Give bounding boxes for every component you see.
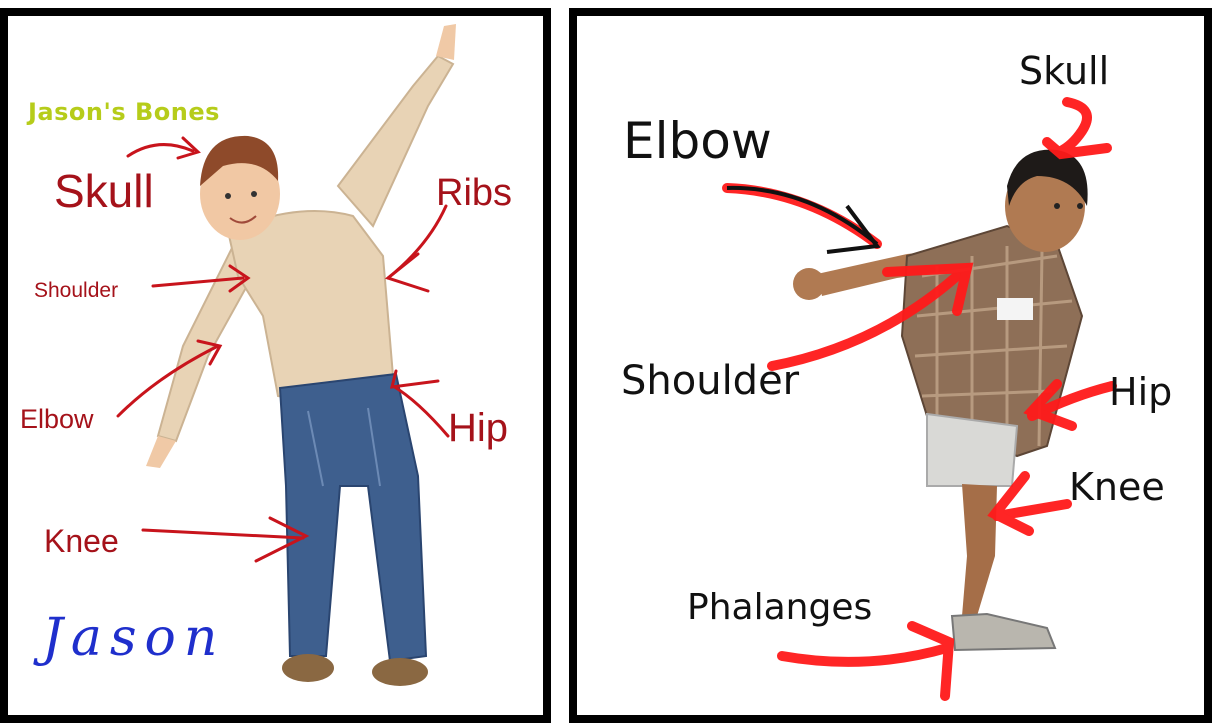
left-photo-panel: Jason's Bones Skull Ribs Shoulder Elbow … bbox=[0, 8, 551, 723]
skull-label: Skull bbox=[54, 168, 154, 214]
phalanges-label: Phalanges bbox=[687, 590, 872, 626]
ribs-label: Ribs bbox=[436, 174, 512, 212]
hip-label: Hip bbox=[1109, 373, 1172, 411]
right-photo-panel: Skull Elbow Shoulder Hip Knee Phalanges bbox=[569, 8, 1212, 723]
title-label: Jason's Bones bbox=[28, 100, 220, 124]
elbow-label: Elbow bbox=[623, 116, 772, 166]
signature-label: Jason bbox=[42, 612, 225, 664]
knee-label: Knee bbox=[1069, 468, 1165, 506]
hip-label: Hip bbox=[448, 408, 508, 448]
elbow-label: Elbow bbox=[20, 406, 94, 433]
shoulder-label: Shoulder bbox=[34, 280, 118, 301]
skull-label: Skull bbox=[1019, 52, 1109, 90]
shoulder-label: Shoulder bbox=[621, 361, 799, 401]
knee-label: Knee bbox=[44, 525, 119, 557]
